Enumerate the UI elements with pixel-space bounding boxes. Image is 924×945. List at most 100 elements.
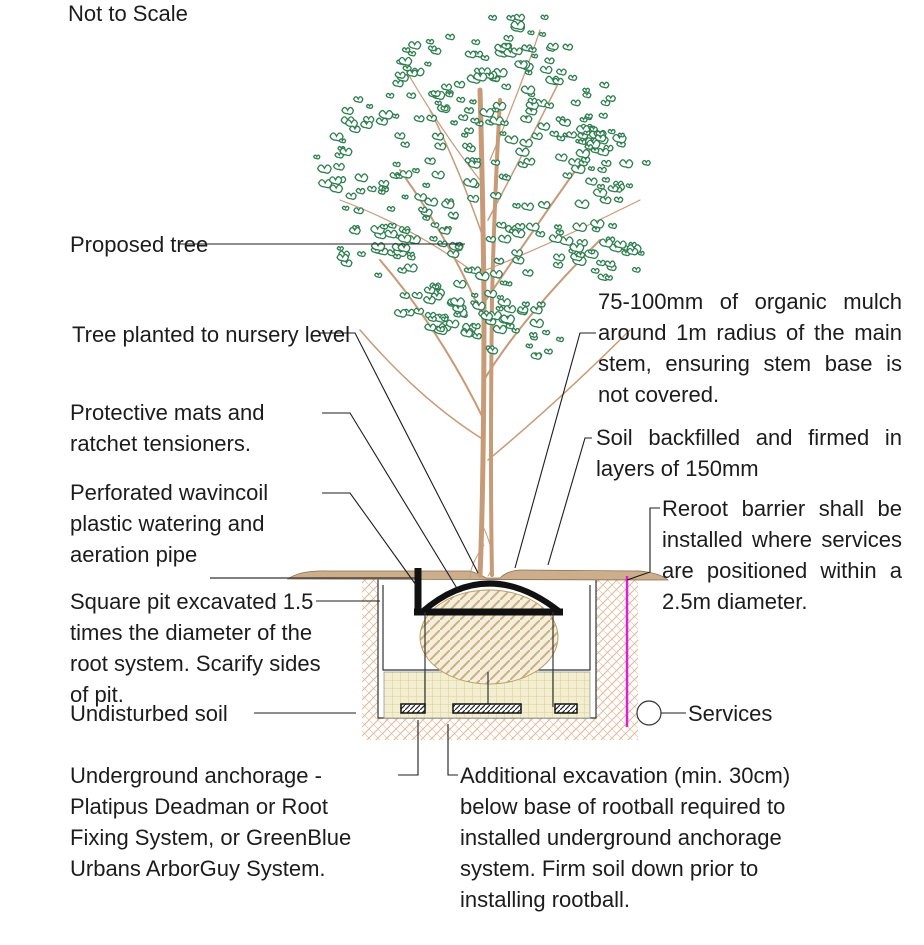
leaf-cluster (378, 179, 390, 188)
scale-note: Not to Scale (68, 1, 188, 26)
leaf-cluster (549, 130, 560, 138)
leaf-cluster (520, 202, 535, 211)
leaf-cluster (528, 332, 538, 338)
leaf-cluster (392, 161, 401, 168)
leaf-cluster (528, 47, 537, 53)
leaf-cluster (392, 253, 402, 260)
leaf-cluster (584, 113, 594, 119)
leaf-cluster (479, 107, 495, 118)
label-nursery-level: Tree planted to nursery level (72, 322, 350, 347)
leaf-cluster (471, 323, 481, 330)
leaf-cluster (473, 157, 481, 163)
leaf-cluster (434, 142, 447, 151)
leaf-cluster (613, 196, 624, 203)
leaf-cluster (574, 199, 590, 210)
leaf-cluster (397, 267, 408, 274)
leaf-cluster (552, 253, 566, 262)
leaf-cluster (440, 316, 449, 322)
leaf-cluster (554, 153, 568, 162)
leaf-cluster (499, 131, 507, 137)
leader-lines (178, 243, 686, 776)
leaf-cluster (582, 87, 591, 93)
leaf-cluster (465, 145, 476, 153)
leaf-cluster (417, 206, 428, 213)
leaf-cluster (425, 38, 435, 45)
leaf-cluster (394, 71, 406, 79)
leaf-cluster (378, 109, 394, 120)
leaf-cluster (399, 170, 413, 179)
services-symbol-icon (636, 700, 662, 726)
leaf-cluster (501, 174, 512, 181)
leaf-cluster (422, 296, 437, 305)
deadman-anchors (400, 703, 578, 714)
leaf-cluster (555, 229, 565, 236)
leaf-cluster (387, 222, 397, 229)
leaf-cluster (513, 13, 526, 22)
leaf-cluster (504, 135, 519, 145)
leaf-cluster (312, 154, 321, 160)
leaf-cluster (423, 197, 439, 207)
leaf-cluster (401, 228, 411, 235)
leaf-cluster (599, 196, 612, 205)
leaf-cluster (597, 166, 607, 174)
leaf-cluster (348, 125, 361, 134)
leaf-cluster (501, 83, 512, 91)
leaf-cluster (555, 336, 565, 343)
leaf-cluster (470, 292, 479, 298)
leaf-cluster (450, 120, 459, 126)
leaf-cluster (452, 279, 467, 289)
leaf-cluster (426, 114, 438, 122)
leaf-cluster (445, 319, 460, 329)
leaf-cluster (487, 14, 498, 21)
leaf-cluster (486, 347, 499, 355)
label-watering-pipe: Perforated wavincoil plastic watering an… (70, 480, 269, 567)
leaf-cluster (562, 172, 573, 179)
leaf-cluster (329, 132, 344, 142)
leaf-cluster (500, 42, 512, 50)
leaf-cluster (341, 106, 355, 115)
leaf-cluster (480, 312, 494, 321)
leaf-cluster (316, 164, 332, 174)
leaf-cluster (393, 308, 408, 318)
leaf-cluster (529, 318, 545, 329)
leaf-cluster (370, 241, 386, 252)
leaf-cluster (472, 332, 483, 340)
undisturbed-soil-hatch (362, 578, 638, 740)
leaf-cluster (517, 306, 529, 314)
leaf-cluster (473, 72, 488, 82)
leaf-cluster (529, 306, 543, 315)
leaf-cluster (423, 286, 436, 295)
leaf-cluster (625, 183, 634, 189)
leaf-cluster (641, 159, 651, 166)
leaf-cluster (530, 352, 542, 360)
label-additional-excavation: Additional excavation (min. 30cm) below … (460, 763, 791, 912)
label-soil-backfilled: Soil backfilled and firmed in layers of … (596, 425, 902, 481)
leaf-cluster (604, 260, 616, 268)
leaf-cluster (397, 244, 411, 253)
leaf-cluster (360, 120, 374, 130)
leaf-cluster (423, 61, 432, 67)
leaf-cluster (600, 99, 611, 107)
leaf-cluster (400, 141, 410, 148)
leaf-cluster (386, 206, 396, 212)
leaf-cluster (336, 246, 345, 252)
leaf-cluster (590, 147, 600, 154)
leaf-cluster (469, 99, 477, 105)
leaf-cluster (460, 132, 469, 138)
leaf-cluster (427, 315, 437, 323)
leaf-cluster (379, 223, 389, 230)
leaf-cluster (497, 234, 512, 244)
leaf-cluster (464, 50, 477, 59)
leaf-cluster (524, 69, 533, 76)
leaf-cluster (495, 221, 507, 229)
leaf-cluster (384, 229, 398, 239)
leaf-cluster (424, 157, 436, 165)
leaf-cluster (362, 115, 375, 124)
leaf-cluster (591, 226, 601, 233)
leaf-cluster (471, 301, 486, 311)
anchorage-cables (424, 612, 554, 707)
leaf-cluster (431, 170, 445, 180)
leaf-cluster (440, 105, 449, 112)
leaf-cluster (434, 100, 443, 106)
leaf-cluster (538, 31, 547, 37)
